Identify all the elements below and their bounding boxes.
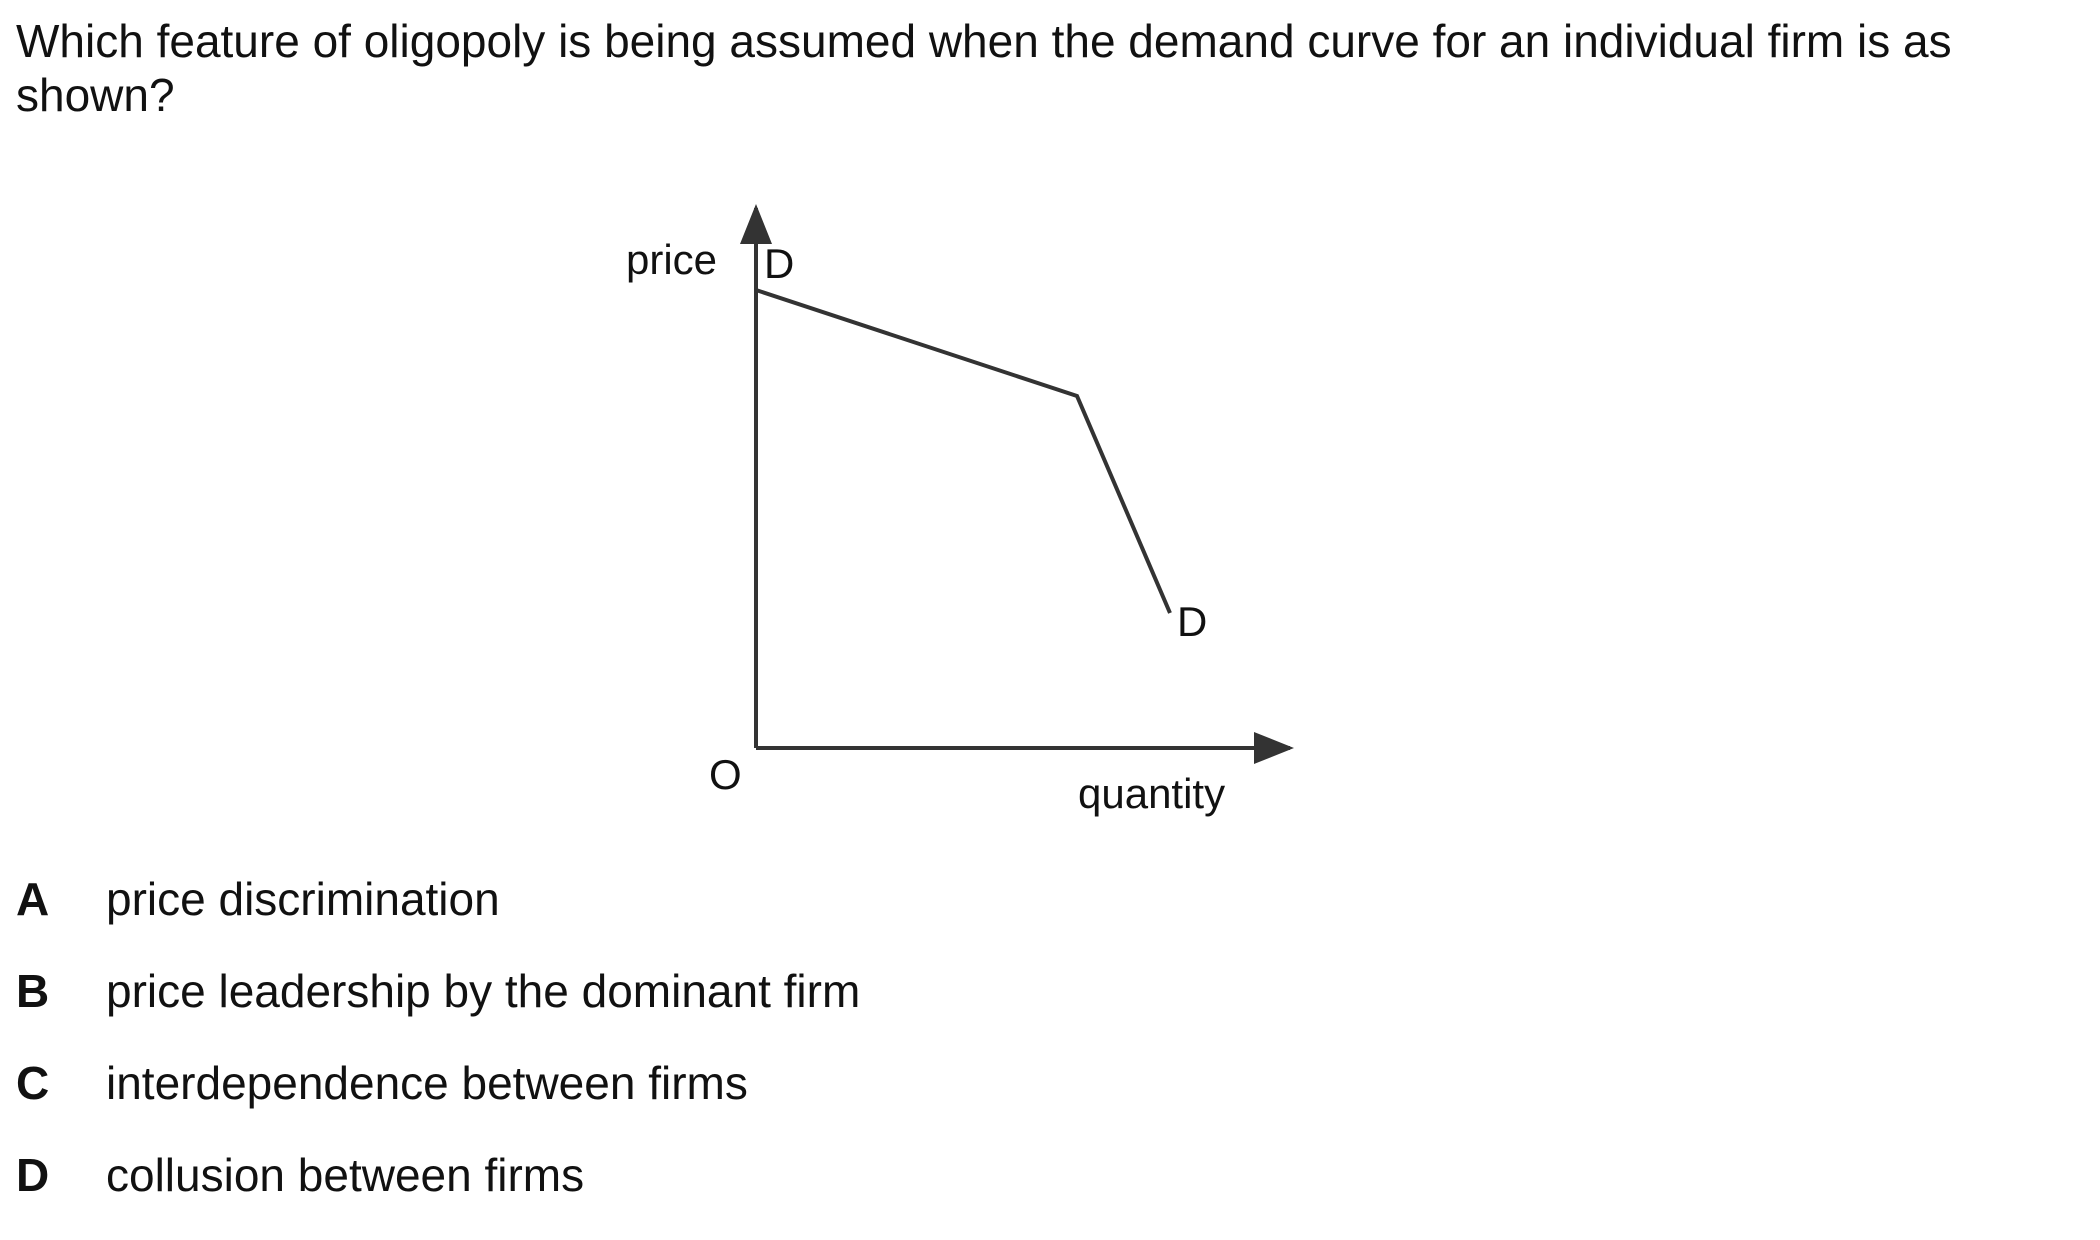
demand-label-end: D — [1177, 598, 1207, 645]
option-a[interactable]: A price discrimination — [16, 872, 2016, 964]
option-text: price discrimination — [106, 873, 500, 925]
option-d[interactable]: D collusion between firms — [16, 1148, 2016, 1240]
question-text: Which feature of oligopoly is being assu… — [16, 15, 1952, 121]
option-letter: C — [16, 1057, 50, 1109]
option-letter: A — [16, 873, 50, 925]
option-text: collusion between firms — [106, 1149, 585, 1201]
origin-label: O — [709, 751, 742, 798]
option-letter: D — [16, 1149, 50, 1201]
y-axis-label: price — [626, 236, 717, 283]
option-letter: B — [16, 965, 50, 1017]
option-c[interactable]: C interdependence between firms — [16, 1056, 2016, 1148]
answer-options: A price discrimination B price leadershi… — [16, 872, 2016, 1240]
option-text: price leadership by the dominant firm — [106, 965, 861, 1017]
demand-label-start: D — [764, 240, 794, 287]
kinked-demand-diagram: price D D O quantity — [626, 204, 1294, 817]
x-axis-label: quantity — [1078, 770, 1225, 817]
option-text: interdependence between firms — [106, 1057, 748, 1109]
demand-curve — [755, 288, 1172, 614]
option-b[interactable]: B price leadership by the dominant firm — [16, 964, 2016, 1056]
